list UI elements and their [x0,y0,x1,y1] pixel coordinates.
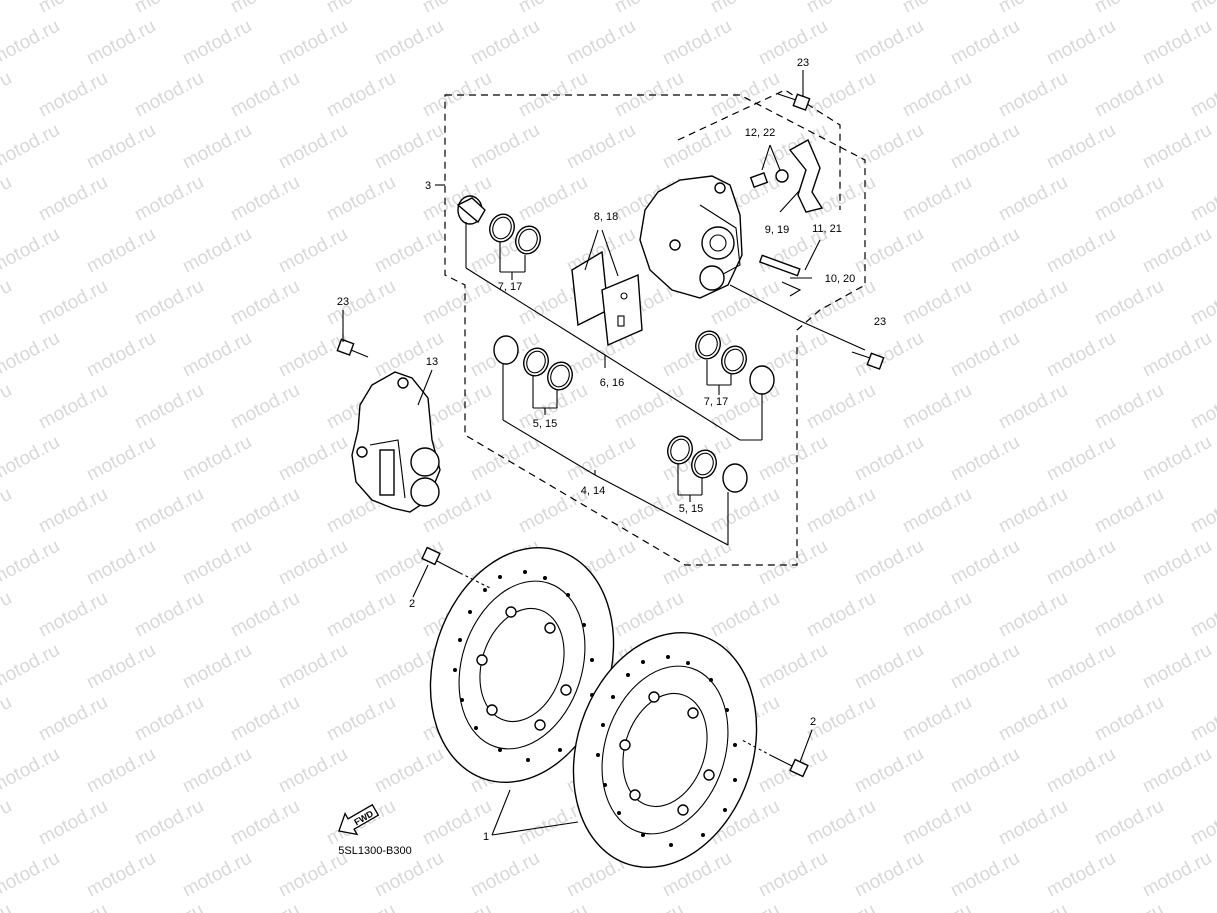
brake-pad-set [571,250,643,347]
callout-5-15-upper: 5, 15 [533,418,557,430]
seal-pair-middle-left [523,347,573,391]
callout-23-top: 23 [797,57,809,69]
callout-12-22: 12, 22 [745,127,776,139]
callout-13: 13 [426,356,438,368]
caliper-bolt-top [777,93,811,111]
disc-bolt-left [421,546,491,589]
caliper-assembly-left [351,371,441,513]
callout-1: 1 [483,831,489,843]
pad-bracket-dashed-outline [677,89,841,210]
callout-3: 3 [425,180,431,192]
piston-middle-left [493,335,519,365]
callout-2-left: 2 [409,598,415,610]
seal-pair-lower [667,435,717,479]
caliper-body-right [639,175,743,299]
brake-disc-right [572,631,758,869]
piston-upper-left [456,195,486,225]
disc-bolt-right [741,739,809,778]
callout-9-19: 9, 19 [765,224,789,236]
seal-pair-middle-right [695,330,747,375]
callout-8-18: 8, 18 [594,211,618,223]
brake-disc-left [429,546,615,784]
forward-direction-arrow: FWD [338,803,380,836]
callout-4-14: 4, 14 [581,485,605,497]
callout-2-right: 2 [810,716,816,728]
callout-5-15-lower: 5, 15 [679,503,703,515]
pad-spring [788,139,824,213]
callout-23-right: 23 [874,316,886,328]
diagram-code: 5SL1300-B300 [338,845,411,857]
seal-pair-upper-left [489,213,541,255]
caliper-assembly-dashed-boundary [444,94,866,566]
caliper-bolt-left [336,338,369,358]
callout-11-21: 11, 21 [812,223,842,235]
callout-23-left: 23 [337,296,349,308]
caliper-bolt-right [851,351,885,370]
callout-7-17-upper: 7, 17 [498,281,522,293]
callout-6-16: 6, 16 [600,377,624,389]
piston-lower [722,463,748,493]
piston-middle-right [749,365,775,395]
callout-7-17-lower: 7, 17 [704,396,728,408]
leader-lines [342,70,866,836]
pad-pin-and-clip [749,169,802,297]
callout-10-20: 10, 20 [825,273,856,285]
